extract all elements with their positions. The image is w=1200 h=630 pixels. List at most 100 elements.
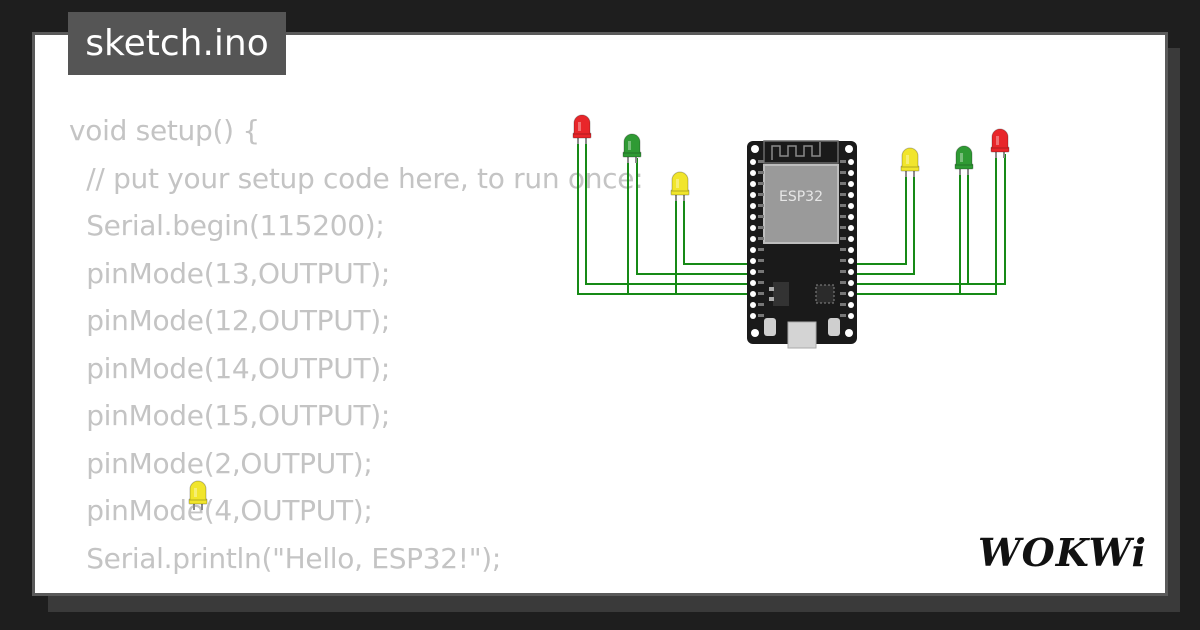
pin-label-mark [840, 259, 846, 262]
code-line: // put your setup code here, to run once… [69, 161, 644, 195]
pin-label-mark [758, 259, 764, 262]
led-body [189, 480, 207, 501]
led-yellow[interactable] [188, 480, 208, 510]
en-button[interactable] [764, 318, 776, 336]
pin-hole [750, 247, 756, 253]
led-green[interactable] [622, 133, 642, 163]
pin-label-mark [840, 226, 846, 229]
code-editor: void setup() { // put your setup code he… [69, 107, 644, 593]
pin-label-mark [840, 215, 846, 218]
code-line: Serial.println("Hello, ESP32!"); [69, 541, 502, 575]
pin-label-mark [758, 193, 764, 196]
led-body [671, 171, 689, 192]
pin-hole [848, 159, 854, 165]
led-red[interactable] [990, 128, 1010, 158]
led-highlight [194, 488, 197, 497]
led-red[interactable] [572, 114, 592, 144]
wire [585, 140, 752, 285]
pin-hole [750, 269, 756, 275]
pin-hole [750, 170, 756, 176]
pin-hole [848, 269, 854, 275]
pin-hole [848, 181, 854, 187]
pin-hole [848, 203, 854, 209]
wire [577, 140, 752, 295]
pin-label-mark [758, 204, 764, 207]
pin-label-mark [758, 237, 764, 240]
mount-hole [845, 329, 853, 337]
pin-hole [848, 302, 854, 308]
pin-label-mark [758, 171, 764, 174]
pin-hole [750, 280, 756, 286]
led-highlight [960, 153, 963, 162]
regulator-pin [769, 297, 774, 301]
led-yellow[interactable] [900, 147, 920, 177]
boot-button[interactable] [828, 318, 840, 336]
wire [852, 170, 969, 285]
pin-hole [848, 247, 854, 253]
pin-label-mark [758, 281, 764, 284]
code-line: pinMode(15,OUTPUT); [69, 399, 391, 432]
led-highlight [578, 122, 581, 131]
code-line: pinMode(4,OUTPUT); [69, 494, 373, 527]
pin-hole [750, 225, 756, 231]
pin-hole [848, 280, 854, 286]
pin-label-mark [758, 226, 764, 229]
led-yellow[interactable] [670, 171, 690, 201]
pin-hole [848, 192, 854, 198]
wire [636, 158, 752, 275]
brand-text: WOKWi [978, 530, 1147, 575]
pin-hole [750, 313, 756, 319]
wire [852, 172, 915, 275]
pin-label-mark [840, 314, 846, 317]
pin-label-mark [840, 281, 846, 284]
board-pins [750, 159, 854, 319]
wire [852, 154, 997, 295]
pin-hole [750, 302, 756, 308]
pin-label-mark [758, 160, 764, 163]
pin-hole [848, 291, 854, 297]
wire [852, 154, 1006, 285]
led-body [991, 128, 1009, 149]
mount-hole [751, 145, 759, 153]
pin-hole [750, 291, 756, 297]
led-highlight [628, 141, 631, 150]
pin-label-mark [758, 270, 764, 273]
pin-hole [848, 214, 854, 220]
led-body [901, 147, 919, 168]
antenna-trace [771, 142, 821, 160]
esp32-board[interactable]: ESP32 [747, 140, 857, 349]
pin-hole [750, 203, 756, 209]
regulator [773, 282, 789, 306]
code-line: pinMode(12,OUTPUT); [69, 304, 391, 337]
led-highlight [676, 179, 679, 188]
pin-label-mark [840, 160, 846, 163]
pin-hole [848, 313, 854, 319]
pin-label-mark [840, 171, 846, 174]
regulator-pin [769, 287, 774, 291]
pin-hole [848, 236, 854, 242]
pin-label-mark [758, 292, 764, 295]
led-body [623, 133, 641, 154]
code-line: pinMode(14,OUTPUT); [69, 351, 391, 385]
pin-hole [750, 159, 756, 165]
code-line: } [69, 589, 87, 593]
pin-label-mark [840, 292, 846, 295]
pin-label-mark [758, 182, 764, 185]
pin-label-mark [758, 215, 764, 218]
antenna-area [763, 140, 839, 164]
pin-hole [750, 236, 756, 242]
pin-hole [750, 258, 756, 264]
sketch-title: sketch.ino [68, 12, 286, 75]
led-green[interactable] [954, 145, 974, 175]
pin-label-mark [840, 204, 846, 207]
leds [188, 114, 1010, 510]
code-line: pinMode(2,OUTPUT); [69, 446, 373, 480]
pin-hole [750, 214, 756, 220]
pin-label-mark [758, 303, 764, 306]
usb-chip [815, 284, 835, 304]
led-highlight [906, 155, 909, 164]
pin-label-mark [840, 237, 846, 240]
pin-label-mark [840, 248, 846, 251]
led-highlight [996, 136, 999, 145]
